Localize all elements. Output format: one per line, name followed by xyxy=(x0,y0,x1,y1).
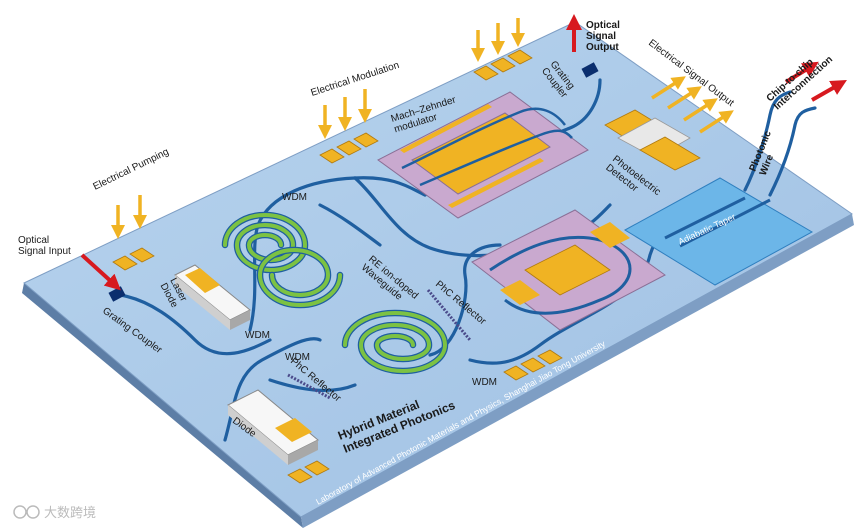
phc-reflector-right xyxy=(426,289,472,341)
optical-signal-input-arrow xyxy=(80,253,121,291)
chip-to-chip-arrows xyxy=(784,61,847,102)
electrical-pumping-arrows xyxy=(111,195,147,239)
electrode-pads xyxy=(112,49,563,484)
electrical-modulation-arrows xyxy=(318,89,372,139)
watermark-logo-icon: 大数跨境 xyxy=(13,505,96,521)
label-electrical-modulation: Electrical Modulation xyxy=(310,60,401,99)
laser-diode xyxy=(174,264,251,330)
spiral-waveguide-lower xyxy=(341,309,449,375)
spiral-waveguide-upper xyxy=(221,211,344,309)
photoelectric-detector xyxy=(604,109,701,171)
label-wdm-laser: WDM xyxy=(245,330,270,341)
grating-coupler-bottom xyxy=(108,286,126,302)
label-wdm-bottom: WDM xyxy=(472,377,497,388)
phc-reflector-left xyxy=(287,373,331,400)
label-electrical-pumping: Electrical Pumping xyxy=(91,147,170,193)
modulator-box-right xyxy=(471,209,666,331)
electrical-signal-output-arrows xyxy=(651,76,734,134)
label-chip-to-chip: Chip-to-chipInterconnection xyxy=(765,46,835,113)
mach-zehnder-modulator xyxy=(377,91,589,219)
grating-coupler-top xyxy=(581,62,599,78)
top-electrode-arrows xyxy=(471,18,525,62)
diode xyxy=(227,389,319,465)
adiabatic-taper-box xyxy=(624,177,814,286)
label-wdm-mid: WDM xyxy=(285,352,310,363)
label-wdm-top: WDM xyxy=(282,192,307,203)
watermark-text: 大数跨境 xyxy=(44,506,96,521)
waveguide-network xyxy=(118,78,817,442)
